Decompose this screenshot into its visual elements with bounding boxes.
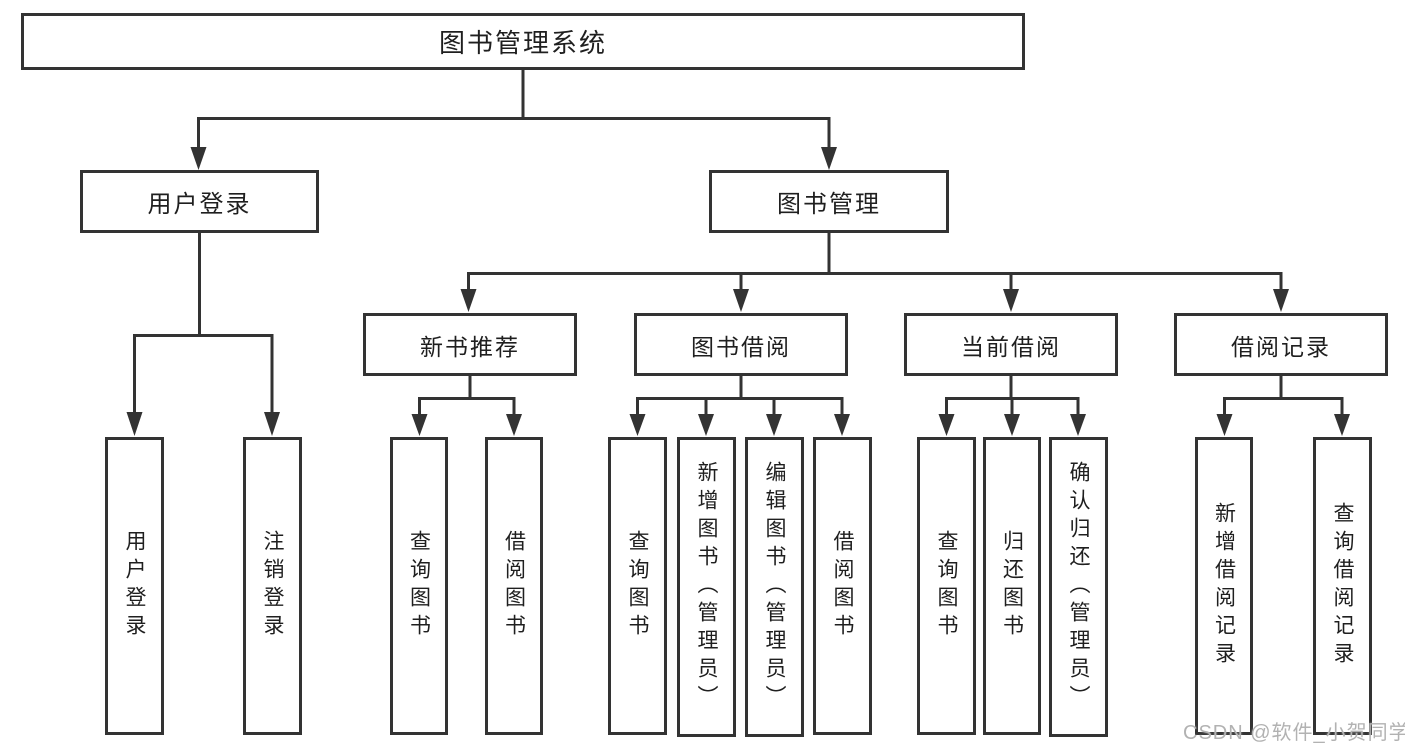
leaf-logout: 注销登录 — [243, 437, 302, 735]
leaf-query-borrow-record-label: 查询借阅记录 — [1331, 502, 1354, 670]
leaf-borrow-books: 借阅图书 — [813, 437, 872, 735]
arrow-rec-leaf-2 — [506, 414, 522, 436]
leaf-borrow-books-label: 借阅图书 — [831, 530, 854, 642]
node-book-management: 图书管理 — [709, 170, 949, 233]
node-book-borrowing-label: 图书借阅 — [691, 333, 791, 360]
node-new-book-recommend: 新书推荐 — [363, 313, 577, 376]
arrow-records-leaf-1 — [1216, 414, 1233, 436]
leaf-user-login-label: 用户登录 — [123, 530, 146, 642]
arrow-current-leaf-1 — [938, 414, 955, 436]
arrow-leaf-logout — [264, 412, 280, 436]
arrow-borrow-leaf-3 — [766, 414, 782, 436]
leaf-borrow-query-books: 查询图书 — [608, 437, 667, 735]
leaf-rec-query-books: 查询图书 — [390, 437, 448, 735]
leaf-logout-label: 注销登录 — [261, 530, 284, 642]
node-library-system-label: 图书管理系统 — [438, 28, 607, 58]
arrow-group-borrow — [733, 289, 749, 312]
node-borrowing-records: 借阅记录 — [1174, 313, 1388, 376]
leaf-edit-book-admin-label: 编辑图书（管理员） — [763, 461, 786, 713]
leaf-borrow-query-books-label: 查询图书 — [626, 530, 649, 642]
arrow-borrow-leaf-4 — [834, 414, 850, 436]
leaf-add-book-admin: 新增图书（管理员） — [677, 437, 736, 737]
leaf-rec-borrow-books: 借阅图书 — [485, 437, 543, 735]
node-book-management-label: 图书管理 — [777, 191, 881, 218]
leaf-return-books: 归还图书 — [983, 437, 1041, 735]
node-new-book-recommend-label: 新书推荐 — [420, 333, 520, 360]
leaf-add-book-admin-label: 新增图书（管理员） — [695, 461, 718, 713]
node-library-system: 图书管理系统 — [21, 13, 1025, 70]
leaf-current-query-books: 查询图书 — [917, 437, 976, 735]
arrow-mgmt-branch — [821, 147, 837, 170]
leaf-confirm-return-admin: 确认归还（管理员） — [1049, 437, 1108, 737]
leaf-return-books-label: 归还图书 — [1000, 530, 1024, 642]
node-user-login-branch: 用户登录 — [80, 170, 319, 233]
leaf-user-login: 用户登录 — [105, 437, 164, 735]
node-current-borrowing: 当前借阅 — [904, 313, 1118, 376]
leaf-add-borrow-record: 新增借阅记录 — [1195, 437, 1253, 735]
csdn-watermark: CSDN @软件_小贺同学 — [1183, 722, 1405, 744]
leaf-rec-borrow-books-label: 借阅图书 — [502, 530, 526, 642]
arrow-leaf-login — [126, 412, 143, 436]
node-user-login-branch-label: 用户登录 — [147, 191, 252, 218]
arrow-records-leaf-2 — [1334, 414, 1350, 436]
leaf-current-query-books-label: 查询图书 — [935, 530, 958, 642]
node-book-borrowing: 图书借阅 — [634, 313, 848, 376]
leaf-add-borrow-record-label: 新增借阅记录 — [1212, 502, 1236, 670]
arrow-rec-leaf-1 — [411, 414, 428, 436]
leaf-query-borrow-record: 查询借阅记录 — [1313, 437, 1372, 735]
arrow-current-leaf-3 — [1070, 414, 1086, 436]
arrow-group-rec — [460, 289, 477, 312]
leaf-rec-query-books-label: 查询图书 — [407, 530, 431, 642]
arrow-borrow-leaf-1 — [629, 414, 646, 436]
arrow-group-current — [1003, 289, 1019, 312]
node-current-borrowing-label: 当前借阅 — [961, 333, 1061, 360]
node-borrowing-records-label: 借阅记录 — [1231, 333, 1331, 360]
arrow-login-branch — [190, 147, 207, 170]
arrow-group-records — [1273, 289, 1289, 312]
arrow-current-leaf-2 — [1004, 414, 1020, 436]
arrow-borrow-leaf-2 — [698, 414, 714, 436]
arrowheads — [126, 147, 1350, 436]
leaf-edit-book-admin: 编辑图书（管理员） — [745, 437, 804, 737]
leaf-confirm-return-admin-label: 确认归还（管理员） — [1067, 461, 1090, 713]
